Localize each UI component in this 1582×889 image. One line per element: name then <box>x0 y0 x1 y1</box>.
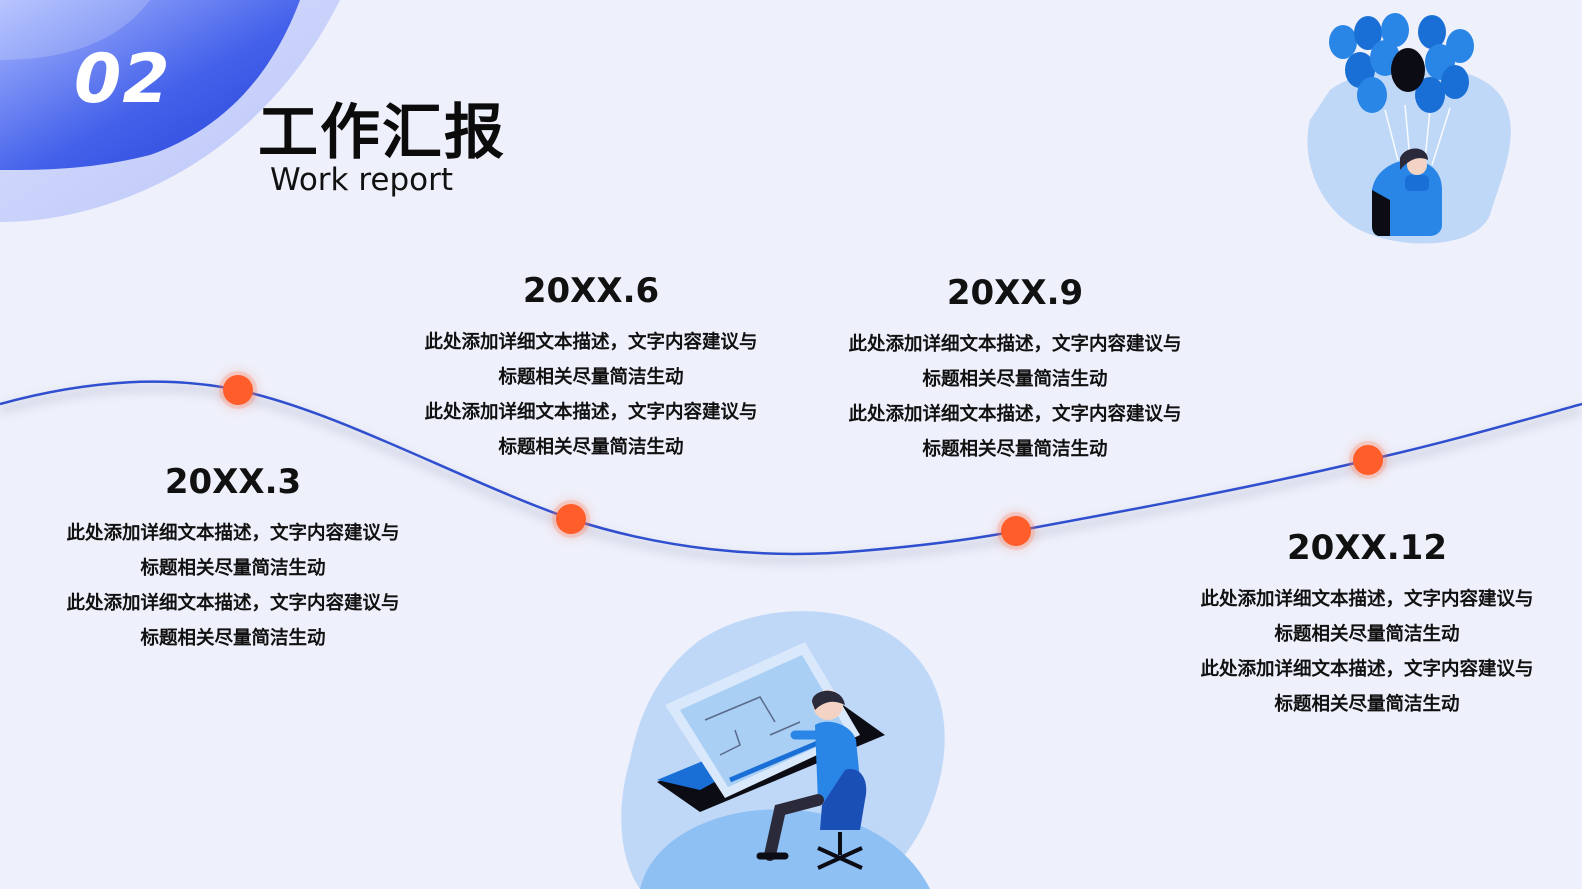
description-line: 标题相关尽量简洁生动 <box>922 369 1108 390</box>
milestone-date: 20XX.9 <box>946 273 1084 313</box>
description-line: 标题相关尽量简洁生动 <box>498 437 684 458</box>
description-line: 标题相关尽量简洁生动 <box>1274 694 1460 715</box>
milestone-description: 此处添加详细文本描述，文字内容建议与 标题相关尽量简洁生动 此处添加详细文本描述… <box>401 325 781 465</box>
milestone-description: 此处添加详细文本描述，文字内容建议与 标题相关尽量简洁生动 此处添加详细文本描述… <box>825 327 1205 467</box>
milestone-date: 20XX.6 <box>522 271 660 311</box>
milestone-description: 此处添加详细文本描述，文字内容建议与 标题相关尽量简洁生动 此处添加详细文本描述… <box>1177 582 1557 722</box>
page-subtitle: Work report <box>270 162 454 198</box>
description-line: 此处添加详细文本描述，文字内容建议与 <box>1200 659 1534 680</box>
description-line: 此处添加详细文本描述，文字内容建议与 <box>424 402 758 423</box>
description-line: 此处添加详细文本描述，文字内容建议与 <box>1200 589 1534 610</box>
description-line: 此处添加详细文本描述，文字内容建议与 <box>66 593 400 614</box>
milestone-date: 20XX.3 <box>164 462 302 502</box>
description-line: 标题相关尽量简洁生动 <box>140 558 326 579</box>
timeline-dot <box>1353 445 1383 475</box>
description-line: 标题相关尽量简洁生动 <box>922 439 1108 460</box>
page-title: 工作汇报 <box>258 98 506 168</box>
description-line: 此处添加详细文本描述，文字内容建议与 <box>424 332 758 353</box>
timeline-dot <box>1001 516 1031 546</box>
milestone-3: 20XX.9 此处添加详细文本描述，文字内容建议与 标题相关尽量简洁生动 此处添… <box>825 273 1205 467</box>
description-line: 标题相关尽量简洁生动 <box>1274 624 1460 645</box>
description-line: 此处添加详细文本描述，文字内容建议与 <box>848 404 1182 425</box>
milestone-1: 20XX.3 此处添加详细文本描述，文字内容建议与 标题相关尽量简洁生动 此处添… <box>43 462 423 656</box>
milestone-4: 20XX.12 此处添加详细文本描述，文字内容建议与 标题相关尽量简洁生动 此处… <box>1177 528 1557 722</box>
description-line: 标题相关尽量简洁生动 <box>140 628 326 649</box>
description-line: 此处添加详细文本描述，文字内容建议与 <box>66 523 400 544</box>
section-number: 02 <box>74 40 171 119</box>
description-line: 标题相关尽量简洁生动 <box>498 367 684 388</box>
description-line: 此处添加详细文本描述，文字内容建议与 <box>848 334 1182 355</box>
milestone-date: 20XX.12 <box>1287 528 1447 568</box>
milestone-description: 此处添加详细文本描述，文字内容建议与 标题相关尽量简洁生动 此处添加详细文本描述… <box>43 516 423 656</box>
timeline-dot <box>223 375 253 405</box>
timeline-dot <box>556 504 586 534</box>
milestone-2: 20XX.6 此处添加详细文本描述，文字内容建议与 标题相关尽量简洁生动 此处添… <box>401 271 781 465</box>
